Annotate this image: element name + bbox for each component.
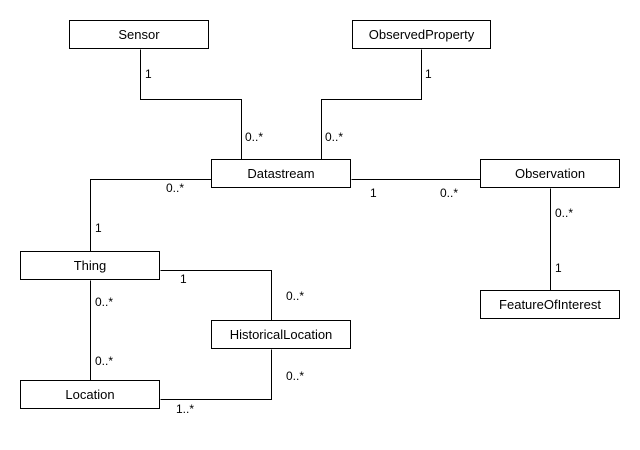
entity-label-observed_property: ObservedProperty — [368, 27, 475, 42]
multiplicity-label-observedproperty-end: 1 — [425, 67, 432, 81]
multiplicity-label-observation-foi-end: 0..* — [555, 206, 574, 220]
association-line-thing-historicallocation — [160, 270, 272, 321]
association-group — [90, 49, 551, 400]
entity-box-observation[interactable]: Observation — [480, 159, 620, 188]
entity-label-historical_location: HistoricalLocation — [229, 327, 333, 342]
multiplicity-label-thing-hl-end: 1 — [180, 272, 187, 286]
association-line-sensor-datastream — [140, 49, 242, 160]
entity-box-feature_of_interest[interactable]: FeatureOfInterest — [480, 290, 620, 319]
association-line-observedproperty-datastream — [321, 49, 422, 160]
multiplicity-label-location-hl-end: 1..* — [176, 402, 195, 416]
multiplicity-label-datastream-sensor-end: 0..* — [245, 130, 264, 144]
multiplicity-label-hl-thing-end: 0..* — [286, 289, 305, 303]
entity-label-sensor: Sensor — [118, 27, 160, 42]
entity-label-location: Location — [65, 387, 115, 402]
entity-label-feature_of_interest: FeatureOfInterest — [499, 297, 601, 312]
multiplicity-label-datastream-thing-end: 0..* — [166, 181, 185, 195]
multiplicity-label-thing-location-end: 0..* — [95, 295, 114, 309]
multiplicity-label-datastream-op-end: 0..* — [325, 130, 344, 144]
association-line-historicallocation-location — [160, 349, 272, 400]
entity-label-datastream: Datastream — [247, 166, 315, 181]
entity-box-location[interactable]: Location — [20, 380, 160, 409]
multiplicity-label-observation-ds-end: 0..* — [440, 186, 459, 200]
multiplicity-label-hl-location-end: 0..* — [286, 369, 305, 383]
multiplicity-label-sensor-end: 1 — [145, 67, 152, 81]
multiplicity-label-foi-observation-end: 1 — [555, 261, 562, 275]
entity-box-historical_location[interactable]: HistoricalLocation — [211, 320, 351, 349]
association-line-datastream-thing — [90, 179, 212, 252]
entity-box-datastream[interactable]: Datastream — [211, 159, 351, 188]
multiplicity-label-datastream-obs-end: 1 — [370, 186, 377, 200]
entity-box-observed_property[interactable]: ObservedProperty — [352, 20, 491, 49]
entity-box-thing[interactable]: Thing — [20, 251, 160, 280]
entity-label-thing: Thing — [73, 258, 107, 273]
multiplicity-label-location-thing-end: 0..* — [95, 354, 114, 368]
entity-label-observation: Observation — [514, 166, 586, 181]
entity-box-sensor[interactable]: Sensor — [69, 20, 209, 49]
multiplicity-label-thing-datastream-end: 1 — [95, 221, 102, 235]
